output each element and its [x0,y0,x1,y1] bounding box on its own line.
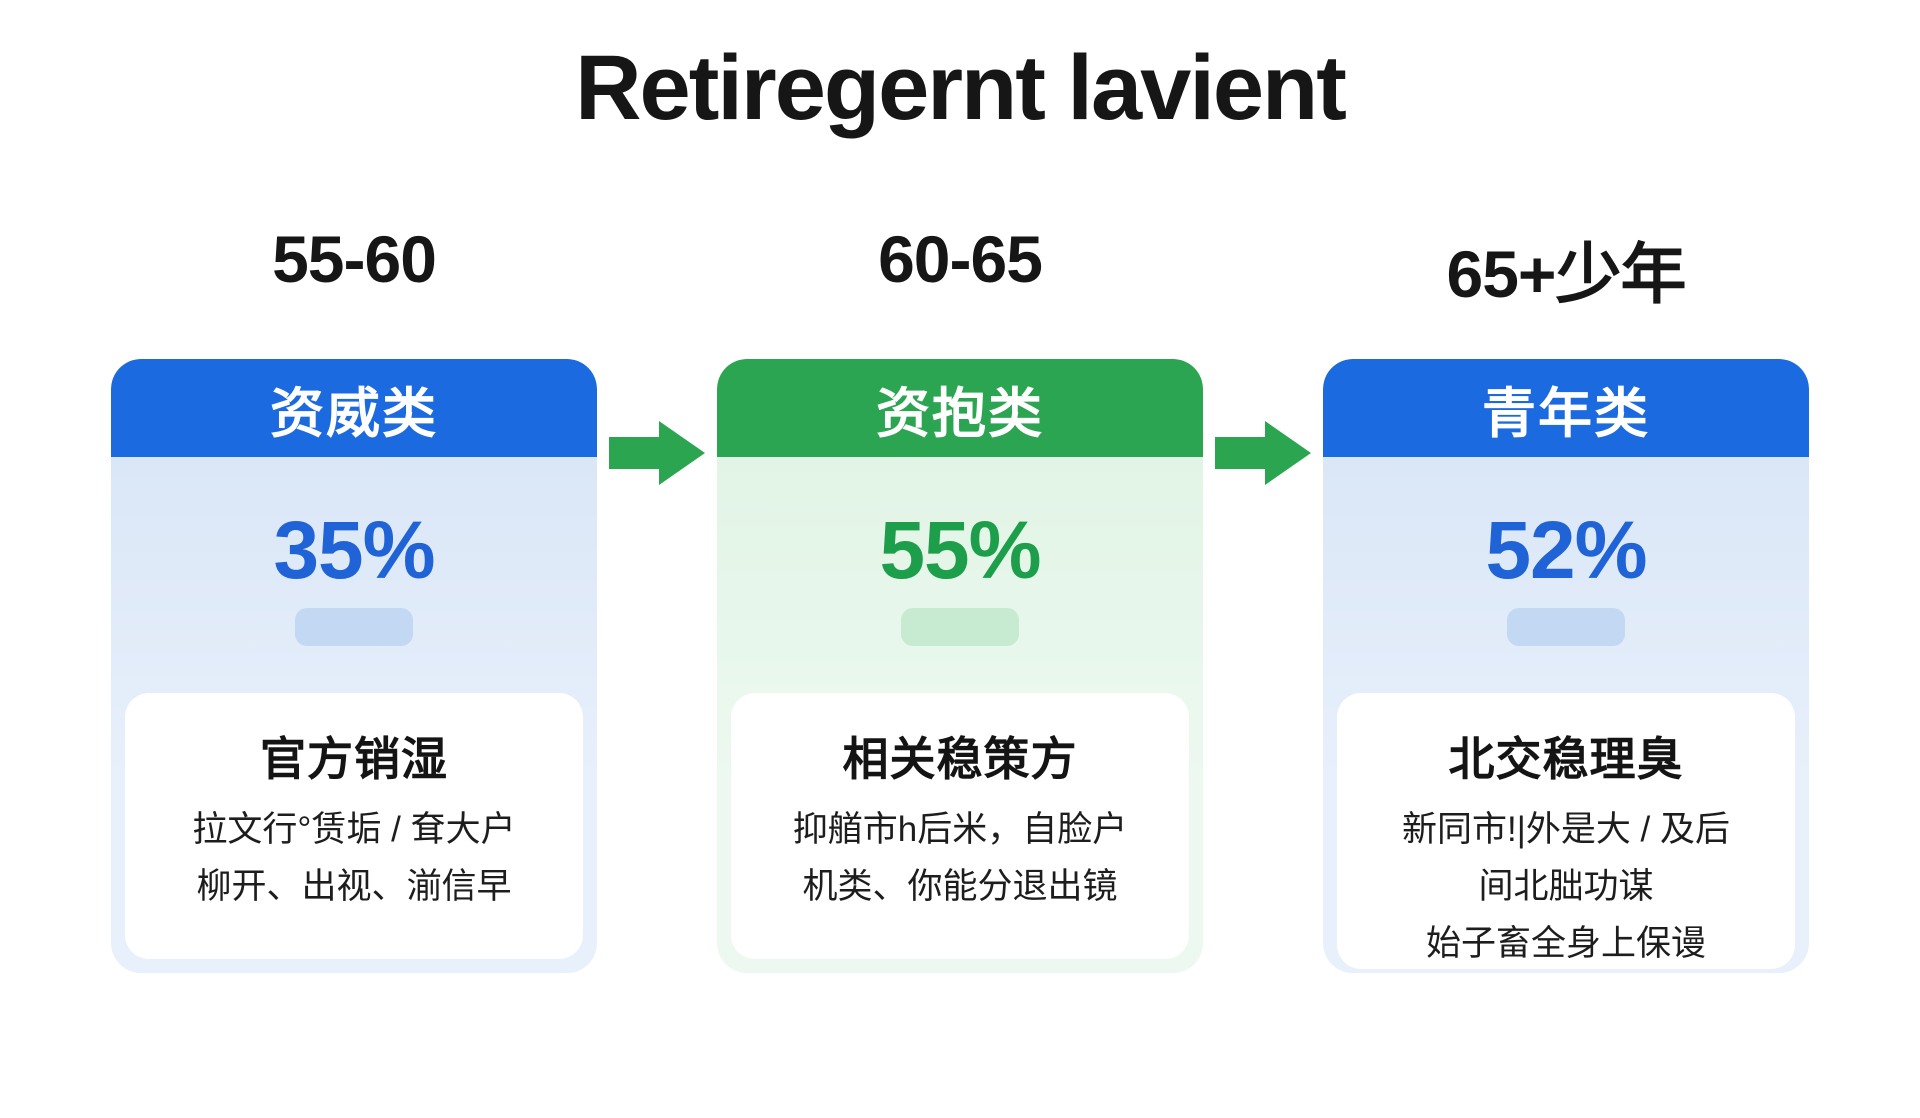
card-3-percent-pill [1507,608,1625,647]
arrow-head [659,421,705,486]
age-label-65-plus: 65+少年 [1446,237,1687,312]
arrow-head [1265,421,1311,486]
card-3-info-box-line: 始子畜全身上保谩 [1425,923,1706,963]
category-card-3: 青年类 52% 北交稳理臭 新同市!|外是大 / 及后 间北朏功谋 始子畜全身上… [1323,359,1809,974]
age-label-60-65: 60-65 [878,222,1043,297]
card-3-percent-zone: 52% [1323,457,1809,693]
card-2-header: 资抱类 [717,359,1203,458]
card-3-info-box-line: 间北朏功谋 [1478,866,1654,906]
card-1-header-label: 资威类 [270,383,438,444]
card-1-percent-pill [295,608,413,647]
card-1-info-box: 官方销湿 拉文行°赁垢 / 耷大户 柳开、出视、湔信早 [125,693,583,960]
category-card-2: 资抱类 55% 相关稳策方 抑艏市h后米，自脸户 机类、你能分退出镜 [717,359,1203,974]
age-labels-row: 55-60 60-65 65+少年 [0,221,1920,317]
category-card-1: 资威类 35% 官方销湿 拉文行°赁垢 / 耷大户 柳开、出视、湔信早 [111,359,597,974]
card-1-header: 资威类 [111,359,597,458]
arrow-bar [1215,437,1265,470]
arrow-bar [609,437,659,470]
card-2-percent-pill [901,608,1019,647]
card-3-percent-value: 52% [1485,505,1647,597]
card-1-info-box-line: 柳开、出视、湔信早 [196,866,512,906]
card-1-info-box-title: 官方销湿 [260,733,448,786]
card-3-header: 青年类 [1323,359,1809,458]
card-3-header-label: 青年类 [1482,383,1650,444]
page-title: Retiregernt lavient [575,37,1347,139]
retirement-infographic: Retiregernt lavient 55-60 60-65 65+少年 资威… [0,37,1920,1118]
age-label-55-60: 55-60 [272,222,437,297]
card-2-info-box-line: 抑艏市h后米，自脸户 [792,810,1128,850]
arrow-right-icon [597,421,717,486]
card-1-info-box-line: 拉文行°赁垢 / 耷大户 [192,810,516,850]
card-2-info-box: 相关稳策方 抑艏市h后米，自脸户 机类、你能分退出镜 [731,693,1189,960]
cards-row: 资威类 35% 官方销湿 拉文行°赁垢 / 耷大户 柳开、出视、湔信早 资抱类 … [0,359,1920,974]
card-1-percent-value: 35% [273,505,435,597]
card-2-percent-value: 55% [879,505,1041,597]
card-2-info-box-title: 相关稳策方 [842,733,1078,786]
card-1-percent-zone: 35% [111,457,597,693]
card-2-percent-zone: 55% [717,457,1203,693]
card-2-info-box-line: 机类、你能分退出镜 [802,866,1118,906]
card-2-header-label: 资抱类 [876,383,1044,444]
card-3-info-box-title: 北交稳理臭 [1448,733,1684,786]
card-3-info-box: 北交稳理臭 新同市!|外是大 / 及后 间北朏功谋 始子畜全身上保谩 [1337,693,1795,970]
card-3-info-box-line: 新同市!|外是大 / 及后 [1402,810,1730,850]
arrow-right-icon [1203,421,1323,486]
